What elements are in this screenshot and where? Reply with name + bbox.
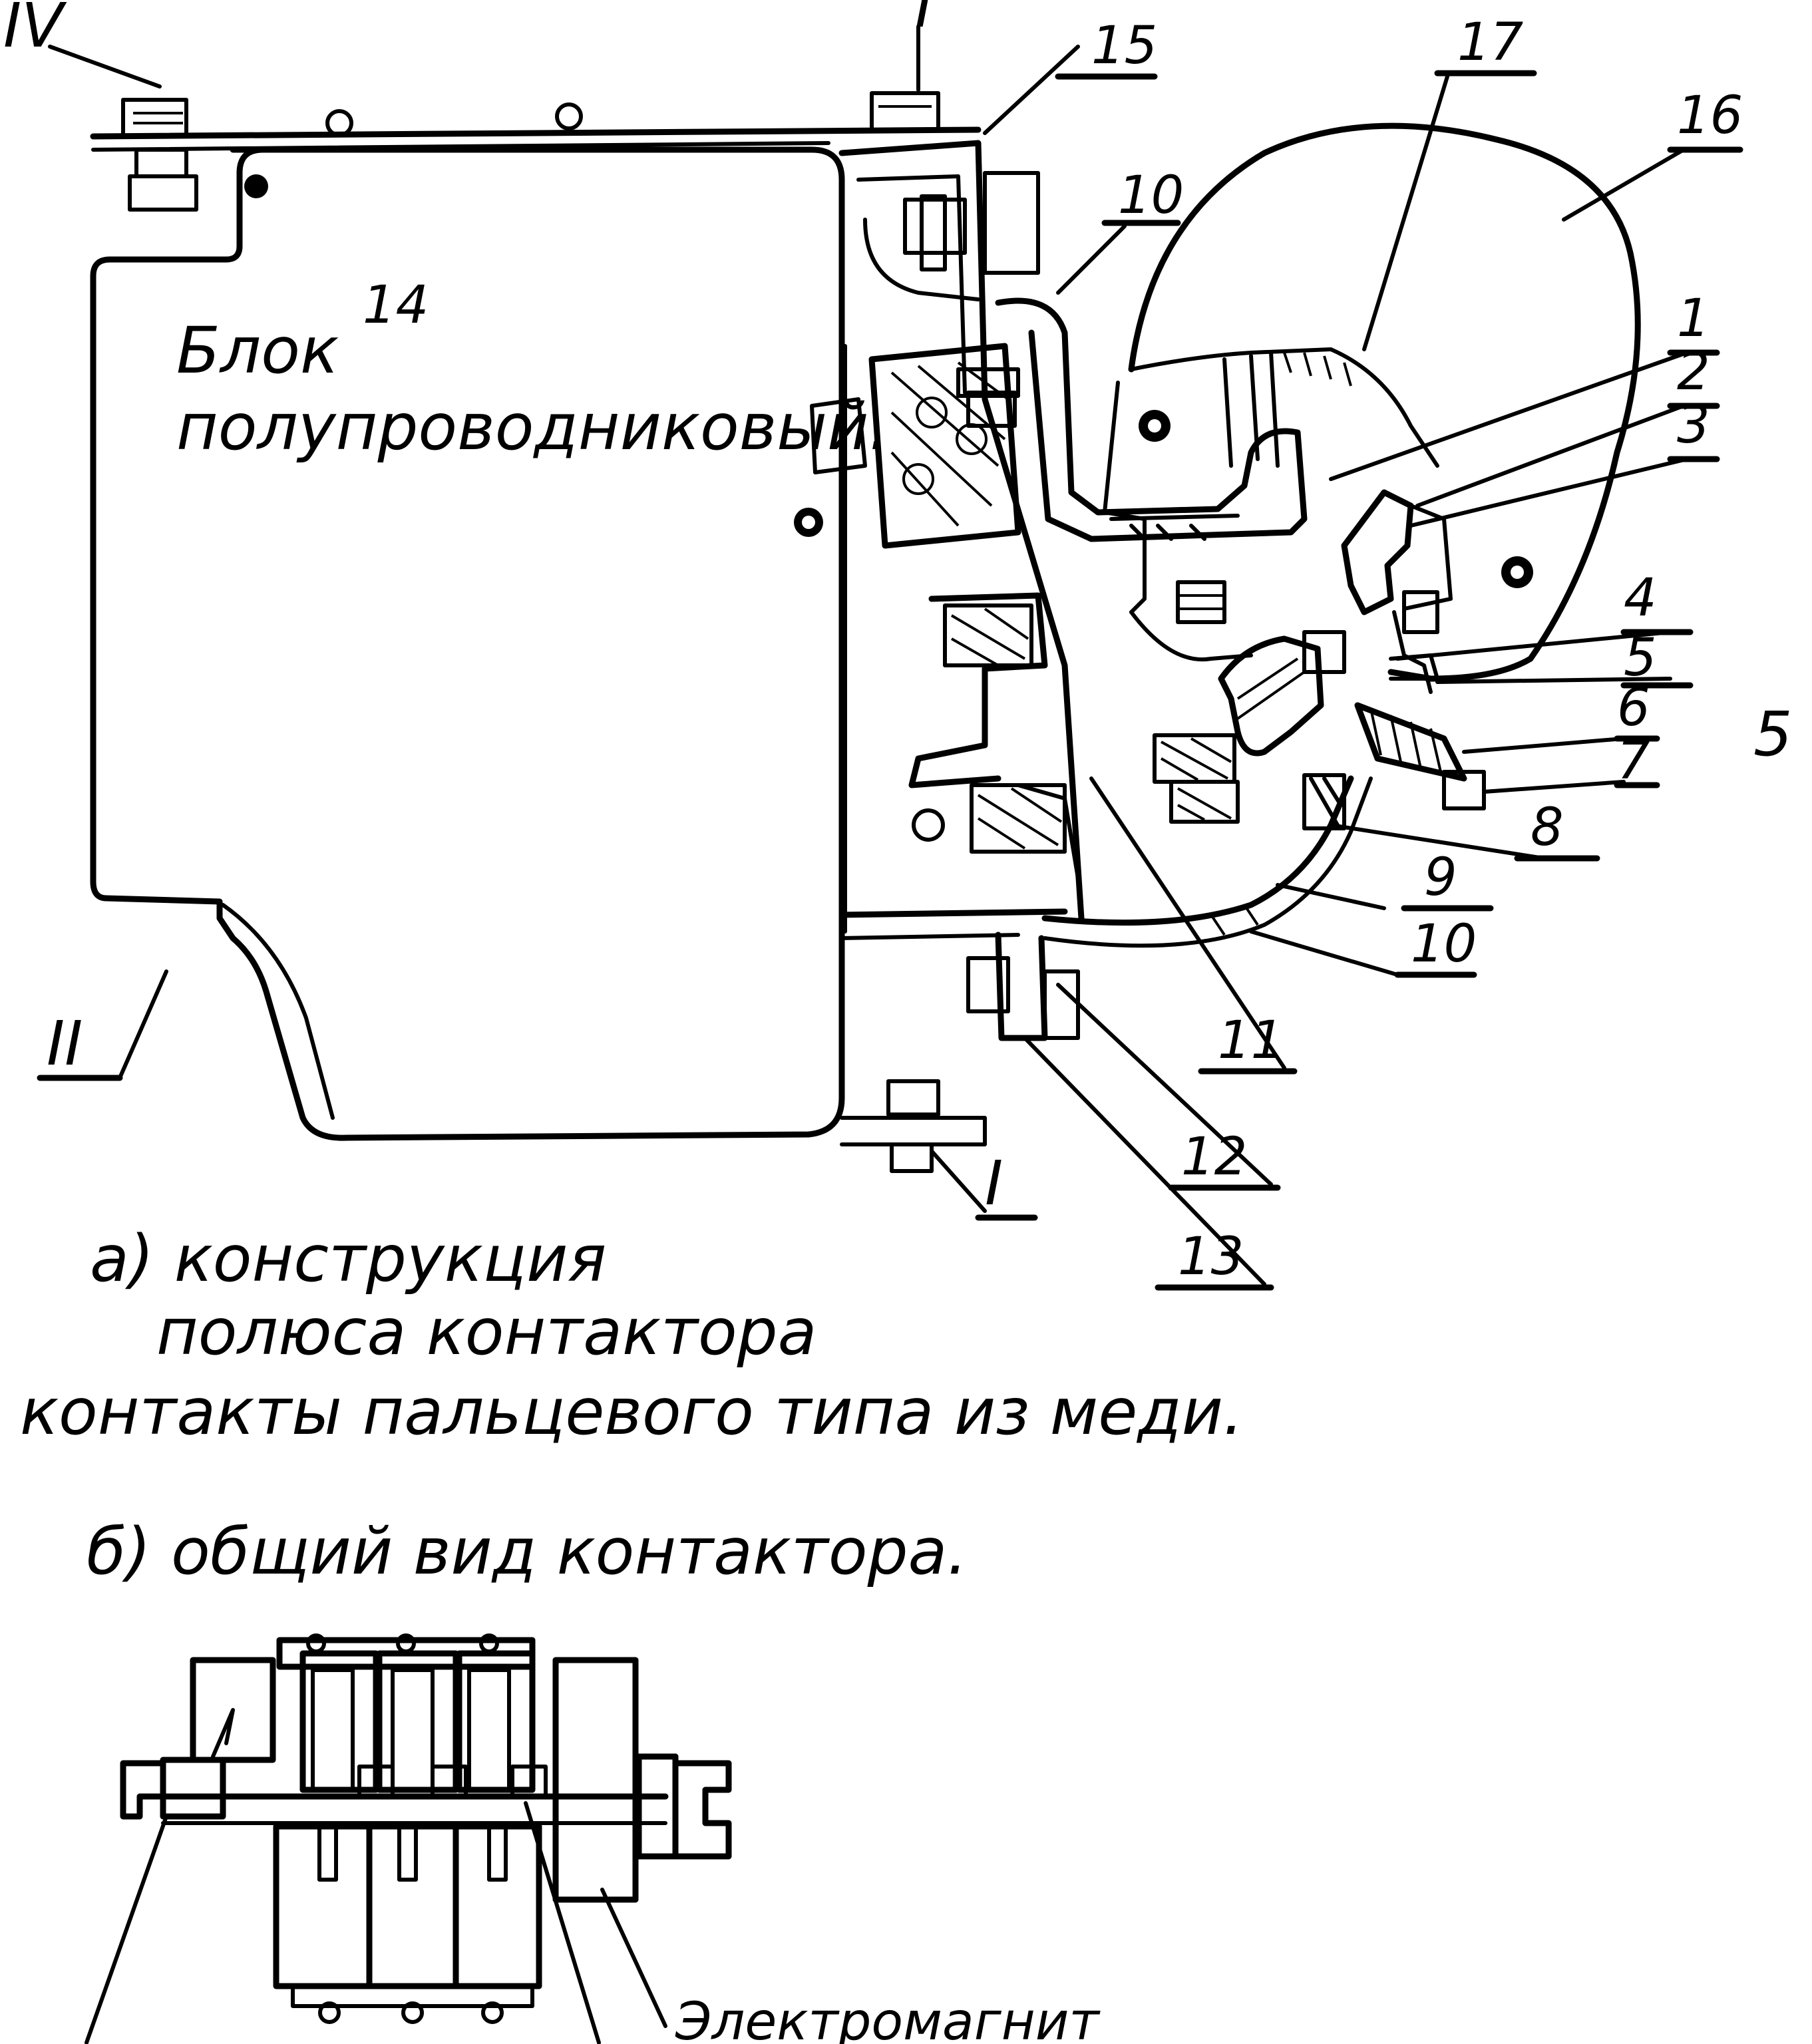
insulator-stack xyxy=(868,343,1021,549)
label-1: 1 xyxy=(1677,289,1710,349)
label-14: 14 xyxy=(363,275,429,335)
label-I-top: I xyxy=(915,0,933,41)
contactor-poles xyxy=(273,1633,548,2024)
block-label-line2: полупроводниковый. xyxy=(176,390,889,464)
semiconductor-block-outline xyxy=(90,146,845,1141)
caption-a-line3: контакты пальцевого типа из меди. xyxy=(20,1375,1244,1449)
label-8: 8 xyxy=(1531,798,1564,858)
label-16: 16 xyxy=(1677,86,1743,146)
label-11: 11 xyxy=(1218,1011,1284,1071)
label-3: 3 xyxy=(1677,395,1710,455)
label-13: 13 xyxy=(1178,1227,1244,1287)
caption-b: б) общий вид контактора. xyxy=(87,1514,968,1589)
fixed-contact xyxy=(1341,489,1414,615)
label-II: II xyxy=(47,1008,83,1079)
label-I-bottom: I xyxy=(985,1148,1003,1219)
label-10-bottom: 10 xyxy=(1411,914,1477,974)
label-4: 4 xyxy=(1624,568,1657,628)
label-5b: 5 xyxy=(1753,699,1793,770)
caption-a-line1: а) конструкция xyxy=(90,1222,606,1296)
label-2: 2 xyxy=(1677,342,1710,402)
label-IV: IV xyxy=(3,0,67,61)
label-6: 6 xyxy=(1617,678,1650,738)
block-label-line1: Блок xyxy=(176,313,339,388)
label-15: 15 xyxy=(1091,16,1157,76)
label-7: 7 xyxy=(1617,731,1650,791)
figure-a-contactor-pole xyxy=(37,25,1743,1291)
label-9: 9 xyxy=(1424,848,1457,908)
terminal-IV xyxy=(121,98,198,212)
label-17: 17 xyxy=(1457,13,1523,73)
label-12: 12 xyxy=(1181,1127,1247,1187)
figure-b-general-view: Электромагнит xyxy=(85,1633,1101,2044)
terminal-I-top xyxy=(870,91,940,132)
arc-chute xyxy=(1128,122,1641,682)
contact-spring xyxy=(1354,702,1486,810)
moving-contact-lever xyxy=(1218,635,1324,757)
caption-a-line2: полюса контактора xyxy=(156,1295,816,1369)
label-electromagnet: Электромагнит xyxy=(675,1992,1101,2044)
label-10-top: 10 xyxy=(1118,166,1184,226)
electromagnet xyxy=(552,1657,732,1903)
label-5a: 5 xyxy=(1624,628,1657,688)
flexible-conductor-upper xyxy=(995,297,1308,542)
top-bus-bar xyxy=(90,126,982,140)
